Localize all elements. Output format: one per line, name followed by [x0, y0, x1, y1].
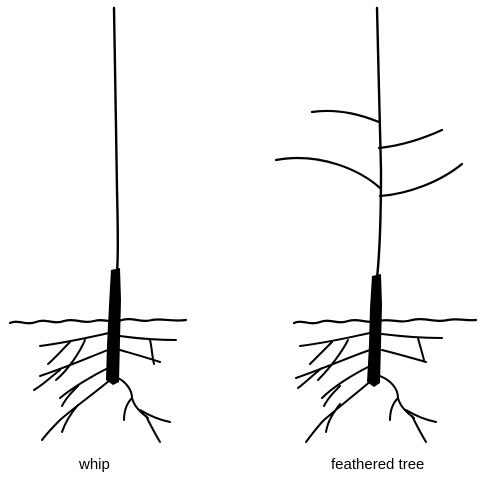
feathered-branches	[276, 111, 462, 196]
whip-roots	[34, 333, 176, 442]
feathered-tree-caption: feathered tree	[331, 456, 424, 473]
feathered-branch-lower-right	[380, 164, 462, 196]
feathered-branch-upper-left	[312, 111, 379, 122]
whip-ground-line	[10, 319, 186, 323]
whip-caption: whip	[79, 456, 110, 473]
feathered-branch-lower-left	[276, 158, 380, 188]
whip-plant	[10, 8, 186, 442]
feathered-stem	[377, 8, 381, 278]
feathered-tree-plant	[276, 8, 476, 442]
feathered-trunk-base	[367, 274, 382, 387]
whip-stem	[114, 8, 118, 272]
feathered-roots	[296, 333, 442, 442]
feathered-ground-line	[294, 319, 476, 323]
feathered-branch-upper-right	[379, 130, 442, 148]
